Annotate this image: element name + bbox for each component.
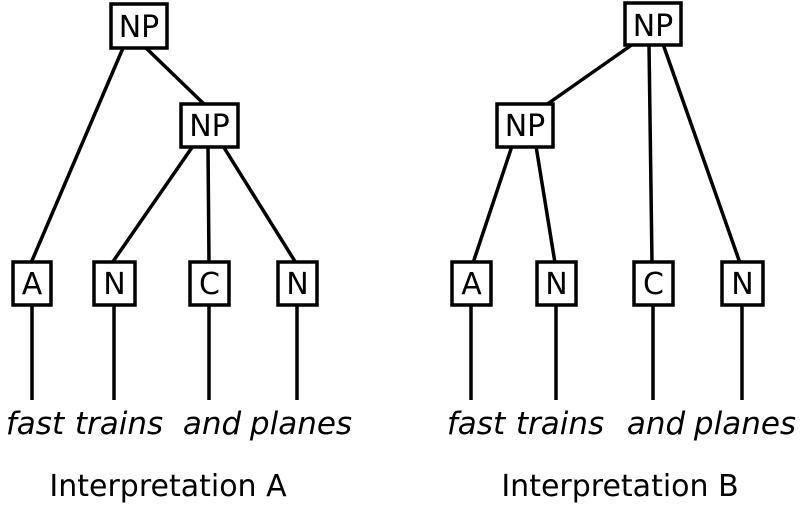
node-label-a: A xyxy=(461,267,482,302)
word-trains: trains xyxy=(75,406,163,442)
node-label-inner-np: NP xyxy=(505,109,546,144)
node-box-a xyxy=(450,260,493,307)
node-label-n2: N xyxy=(286,267,308,302)
edge-rootnp-to-innernp xyxy=(544,42,635,107)
edge-innernp-to-c xyxy=(206,145,211,264)
caption-interpretation-a: Interpretation A xyxy=(49,469,287,504)
node-label-root-np: NP xyxy=(633,9,674,44)
node-label-inner-np: NP xyxy=(189,109,230,144)
node-label-n1: N xyxy=(545,267,567,302)
node-box-root-np xyxy=(109,2,169,50)
word-planes: planes xyxy=(693,406,796,442)
node-box-n1 xyxy=(535,260,578,307)
node-label-c: C xyxy=(199,267,220,302)
node-box-n2 xyxy=(720,260,765,307)
word-trains: trains xyxy=(516,406,604,442)
node-box-n2 xyxy=(276,260,319,307)
edge-rootnp-to-c xyxy=(647,43,654,264)
tree-interpretation-a: NP NP A N C N fast trains and planes Int… xyxy=(6,2,352,504)
node-box-c xyxy=(188,260,231,307)
word-and: and xyxy=(183,406,242,442)
edge-innernp-to-a xyxy=(471,145,514,264)
word-planes: planes xyxy=(249,406,352,442)
node-label-a: A xyxy=(22,267,43,302)
node-box-inner-np xyxy=(179,102,240,149)
tree-interpretation-b: NP NP A N C N fast trains and planes Int… xyxy=(447,1,796,504)
node-box-inner-np xyxy=(495,102,555,149)
node-box-root-np xyxy=(623,1,683,47)
word-fast: fast xyxy=(6,406,66,442)
caption-interpretation-b: Interpretation B xyxy=(501,469,738,504)
edge-innernp-to-n1 xyxy=(110,145,195,264)
edge-innernp-to-n2 xyxy=(221,145,298,264)
node-box-n1 xyxy=(92,260,137,307)
word-fast: fast xyxy=(447,406,507,442)
node-box-a xyxy=(11,260,53,307)
node-label-n1: N xyxy=(103,267,125,302)
node-label-root-np: NP xyxy=(119,10,160,45)
word-and: and xyxy=(627,406,686,442)
node-label-n2: N xyxy=(731,267,753,302)
edge-rootnp-to-n2 xyxy=(661,43,742,264)
edge-rootnp-to-a xyxy=(29,47,125,264)
node-box-c xyxy=(632,260,675,307)
node-label-c: C xyxy=(643,267,664,302)
edge-rootnp-to-innernp xyxy=(144,46,207,107)
edge-innernp-to-n1 xyxy=(534,145,557,264)
